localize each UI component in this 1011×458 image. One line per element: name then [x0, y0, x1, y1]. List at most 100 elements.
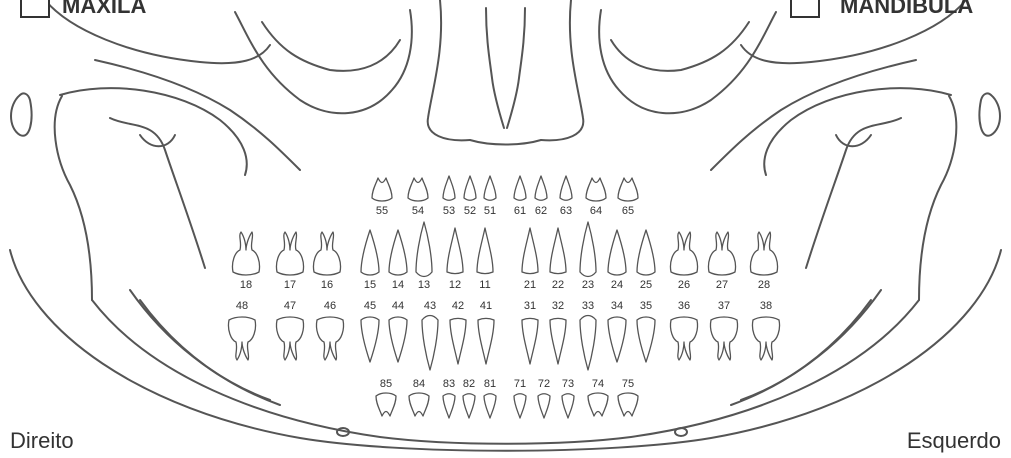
tooth-33[interactable] [580, 316, 596, 371]
mandibula-checkbox[interactable] [790, 0, 820, 18]
tooth-number-73: 73 [562, 378, 574, 390]
left-midface-line [95, 60, 300, 170]
tooth-17[interactable] [276, 232, 303, 275]
tooth-number-21: 21 [524, 279, 536, 291]
tooth-53[interactable] [443, 176, 455, 200]
tooth-number-11: 11 [479, 279, 490, 291]
tooth-35[interactable] [637, 317, 655, 362]
left-ramus-inner [110, 118, 205, 268]
tooth-number-46: 46 [324, 300, 336, 312]
tooth-number-34: 34 [611, 300, 623, 312]
tooth-number-43: 43 [424, 300, 436, 312]
right-orbit-inner [611, 22, 749, 71]
tooth-41[interactable] [478, 319, 494, 365]
tooth-number-61: 61 [514, 205, 526, 217]
tooth-51[interactable] [484, 176, 496, 200]
tooth-number-28: 28 [758, 279, 770, 291]
tooth-number-82: 82 [463, 378, 475, 390]
tooth-15[interactable] [361, 230, 379, 275]
right-ramus-inner [806, 118, 901, 268]
tooth-54[interactable] [408, 178, 428, 201]
tooth-number-32: 32 [552, 300, 564, 312]
tooth-31[interactable] [522, 319, 538, 365]
tooth-25[interactable] [637, 230, 655, 275]
tooth-number-14: 14 [392, 279, 404, 291]
maxila-checkbox[interactable] [20, 0, 50, 18]
tooth-74[interactable] [588, 393, 608, 416]
tooth-number-45: 45 [364, 300, 376, 312]
tooth-number-23: 23 [582, 279, 594, 291]
tooth-71[interactable] [514, 394, 526, 418]
tooth-38[interactable] [752, 317, 779, 360]
left-orbit-line [235, 10, 412, 113]
tooth-32[interactable] [550, 319, 566, 365]
tooth-82[interactable] [463, 394, 475, 418]
tooth-21[interactable] [522, 228, 538, 274]
tooth-22[interactable] [550, 228, 566, 274]
tooth-number-26: 26 [678, 279, 690, 291]
tooth-number-38: 38 [760, 300, 772, 312]
tooth-62[interactable] [535, 176, 547, 200]
tooth-number-62: 62 [535, 205, 547, 217]
tooth-81[interactable] [484, 394, 496, 418]
left-orbit-inner [262, 22, 400, 71]
right-ear [979, 93, 1000, 135]
tooth-27[interactable] [708, 232, 735, 275]
right-side-label: Direito [10, 428, 74, 454]
maxila-label: MAXILA [62, 0, 146, 19]
tooth-72[interactable] [538, 394, 550, 418]
tooth-number-53: 53 [443, 205, 455, 217]
nasal-septum-left [486, 8, 504, 128]
tooth-23[interactable] [580, 222, 596, 277]
tooth-18[interactable] [232, 232, 259, 275]
tooth-75[interactable] [618, 393, 638, 416]
tooth-number-72: 72 [538, 378, 550, 390]
tooth-45[interactable] [361, 317, 379, 362]
tooth-28[interactable] [750, 232, 777, 275]
tooth-48[interactable] [228, 317, 255, 360]
tooth-number-83: 83 [443, 378, 455, 390]
tooth-44[interactable] [389, 317, 407, 362]
tooth-84[interactable] [409, 393, 429, 416]
tooth-36[interactable] [670, 317, 697, 360]
mandibula-label: MANDIBULA [840, 0, 973, 19]
tooth-number-54: 54 [412, 205, 424, 217]
tooth-number-12: 12 [449, 279, 461, 291]
tooth-number-48: 48 [236, 300, 248, 312]
tooth-number-18: 18 [240, 279, 252, 291]
tooth-73[interactable] [562, 394, 574, 418]
tooth-37[interactable] [710, 317, 737, 360]
tooth-26[interactable] [670, 232, 697, 275]
tooth-13[interactable] [416, 222, 432, 277]
tooth-number-84: 84 [413, 378, 425, 390]
tooth-63[interactable] [560, 176, 572, 200]
tooth-number-27: 27 [716, 279, 728, 291]
tooth-number-25: 25 [640, 279, 652, 291]
tooth-number-44: 44 [392, 300, 404, 312]
tooth-64[interactable] [586, 178, 606, 201]
tooth-52[interactable] [464, 176, 476, 200]
tooth-number-31: 31 [524, 300, 536, 312]
nasal-septum-right [507, 8, 525, 128]
tooth-34[interactable] [608, 317, 626, 362]
tooth-14[interactable] [389, 230, 407, 275]
tooth-47[interactable] [276, 317, 303, 360]
tooth-61[interactable] [514, 176, 526, 200]
tooth-24[interactable] [608, 230, 626, 275]
tooth-42[interactable] [450, 319, 466, 365]
tooth-number-74: 74 [592, 378, 604, 390]
tooth-55[interactable] [372, 178, 392, 201]
tooth-16[interactable] [313, 232, 340, 275]
tooth-11[interactable] [477, 228, 493, 274]
tooth-12[interactable] [447, 228, 463, 274]
tooth-number-47: 47 [284, 300, 296, 312]
tooth-83[interactable] [443, 394, 455, 418]
tooth-46[interactable] [316, 317, 343, 360]
tooth-number-55: 55 [376, 205, 388, 217]
tooth-number-51: 51 [484, 205, 496, 217]
tooth-43[interactable] [422, 316, 438, 371]
tooth-65[interactable] [618, 178, 638, 201]
tooth-85[interactable] [376, 393, 396, 416]
